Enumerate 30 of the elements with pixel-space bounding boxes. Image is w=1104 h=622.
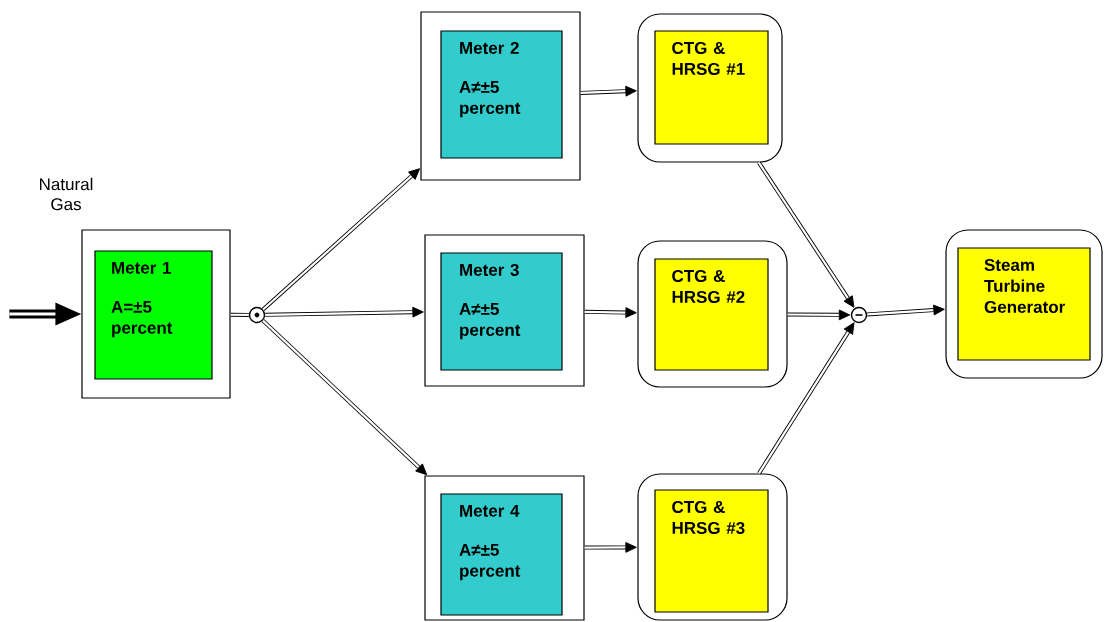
source-label: Natural Gas [40,177,93,211]
unit-box: CTG & HRSG #3 [654,489,769,613]
unit-box: CTG & HRSG #1 [654,30,769,145]
meter-frame [424,234,585,387]
unit-frame [637,473,788,621]
arrow [757,161,855,308]
unit-frame [637,240,788,388]
arrow [230,312,249,317]
arrow [584,542,637,553]
meter-frame [81,229,231,399]
arrow [580,85,637,97]
junction-circle [248,306,266,324]
arrow [757,322,855,475]
meter-box: Meter 1 A=±5 percent [94,250,213,380]
arrow [261,168,421,311]
unit-frame [945,229,1103,379]
meter-frame [420,11,581,181]
unit-box: Steam Turbine Generator [957,247,1091,361]
junction-circle [850,306,868,324]
meter-box: Meter 3 A≠±5 percent [440,252,563,371]
meter-box: Meter 2 A≠±5 percent [440,30,563,159]
arrow [261,319,428,476]
arrow [867,304,945,317]
arrow [584,307,637,318]
meter-box: Meter 4 A≠±5 percent [440,493,563,616]
arrow [265,306,424,318]
unit-frame [637,13,783,163]
unit-box: CTG & HRSG #2 [654,258,769,371]
meter-frame [424,475,585,621]
arrow [787,309,851,321]
